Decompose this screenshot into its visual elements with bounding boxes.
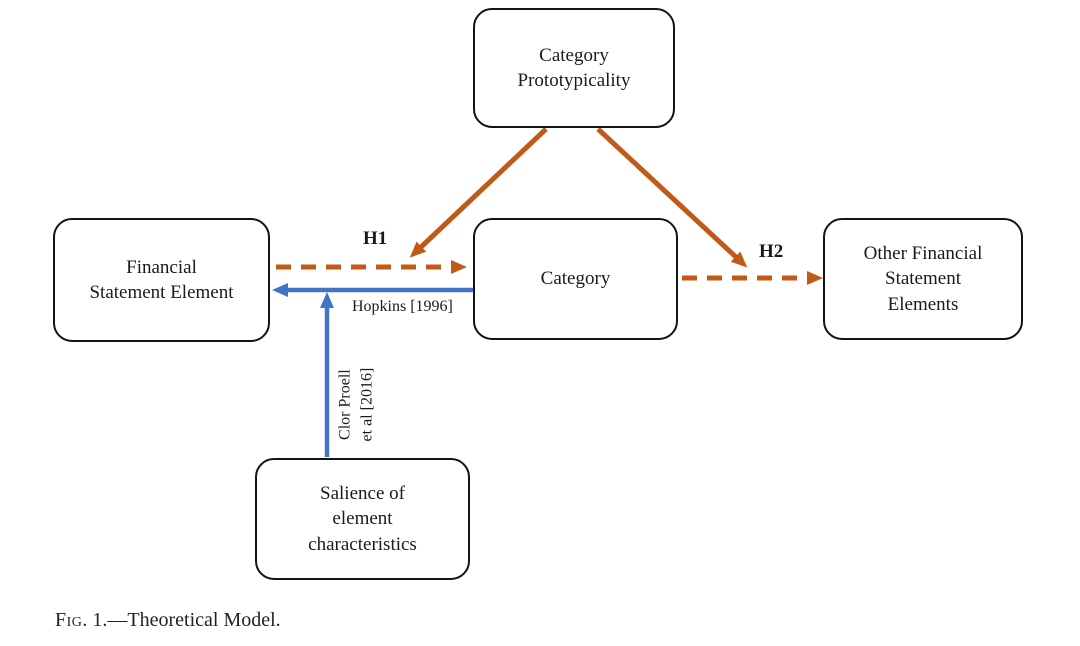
- label-clor-proell-line: Clor Proell: [336, 369, 354, 440]
- arrow-prototypicality-to-h2: [596, 127, 748, 268]
- arrow-prototypicality-to-h1: [409, 127, 548, 258]
- figure-caption-fig: Fig: [55, 609, 83, 631]
- label-h1: H1: [363, 228, 388, 249]
- node-category-prototypicality: Category Prototypicality: [473, 8, 675, 128]
- label-h2: H2: [759, 241, 784, 262]
- node-category: Category: [473, 218, 678, 340]
- node-label-line: characteristics: [308, 533, 417, 555]
- node-label-line: Statement Element: [89, 282, 234, 303]
- node-label-line: Category: [539, 44, 609, 66]
- node-label-line: Prototypicality: [517, 70, 631, 91]
- figure-caption-text: . 1.—Theoretical Model.: [82, 609, 281, 631]
- node-label-line: Financial: [126, 256, 197, 278]
- node-label-line: Salience of: [320, 483, 405, 505]
- node-label-line: Category: [540, 268, 611, 290]
- node-salience-of-element-characteristics: Salience of element characteristics: [255, 458, 470, 580]
- figure-caption: Fig. 1.—Theoretical Model.: [55, 609, 281, 632]
- node-financial-statement-element: Financial Statement Element: [53, 218, 270, 342]
- node-label-line: element: [332, 508, 393, 530]
- label-clor-proell-line: et al [2016]: [358, 367, 375, 442]
- node-other-financial-statement-elements: Other Financial Statement Elements: [823, 218, 1023, 340]
- node-label-line: Other Financial: [863, 243, 983, 265]
- node-label-line: Elements: [887, 293, 959, 315]
- label-hopkins-1996: Hopkins [1996]: [352, 298, 453, 315]
- node-label-line: Statement: [885, 268, 961, 290]
- label-clor-proell-2016: Clor Proell et al [2016]: [334, 358, 377, 452]
